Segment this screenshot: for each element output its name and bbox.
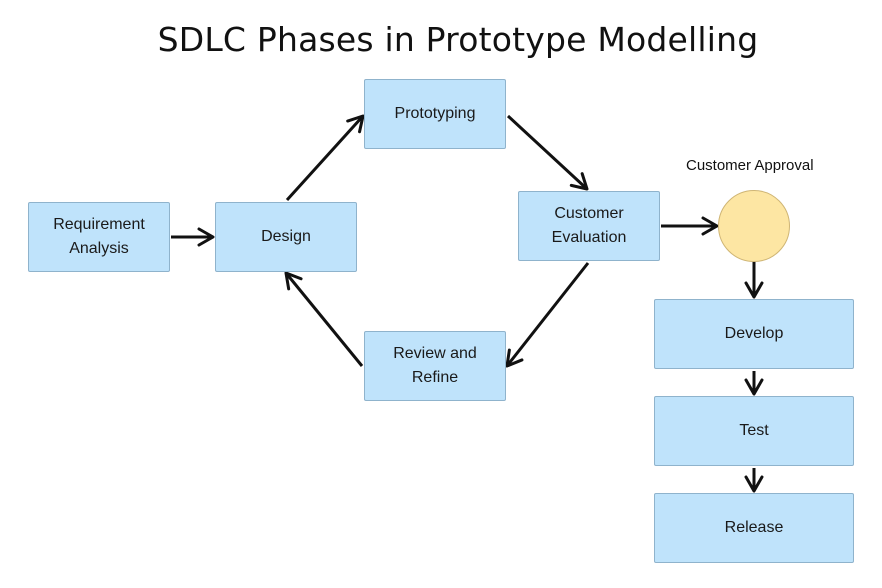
node-requirement-analysis-line1: Requirement: [53, 216, 145, 233]
node-develop[interactable]: Develop: [654, 299, 854, 369]
node-prototyping[interactable]: Prototyping: [364, 79, 506, 149]
node-prototyping-label: Prototyping: [394, 105, 476, 122]
node-test-label: Test: [739, 422, 769, 439]
node-review-refine-line2: Refine: [411, 369, 459, 386]
arrow-prototyping-to-evaluation: [506, 114, 589, 191]
node-customer-approval[interactable]: [718, 190, 790, 262]
arrow-review-to-design: [284, 271, 364, 367]
node-release-label: Release: [724, 519, 784, 536]
node-release[interactable]: Release: [654, 493, 854, 563]
node-develop-label: Develop: [724, 325, 784, 342]
node-design-label: Design: [261, 228, 311, 245]
arrow-design-to-prototyping: [285, 114, 365, 202]
node-customer-evaluation-line2: Evaluation: [551, 229, 627, 246]
arrow-evaluation-to-review: [505, 262, 590, 368]
node-customer-evaluation-line1: Customer: [554, 205, 624, 222]
node-review-refine-line1: Review and: [393, 345, 477, 362]
node-test[interactable]: Test: [654, 396, 854, 466]
node-review-refine[interactable]: Review and Refine: [364, 331, 506, 401]
node-requirement-analysis-line2: Analysis: [69, 240, 129, 257]
node-design[interactable]: Design: [215, 202, 357, 272]
node-customer-evaluation[interactable]: Customer Evaluation: [518, 191, 660, 261]
node-requirement-analysis[interactable]: Requirement Analysis: [28, 202, 170, 272]
customer-approval-label: Customer Approval: [686, 157, 814, 174]
diagram-title: SDLC Phases in Prototype Modelling: [157, 20, 759, 59]
